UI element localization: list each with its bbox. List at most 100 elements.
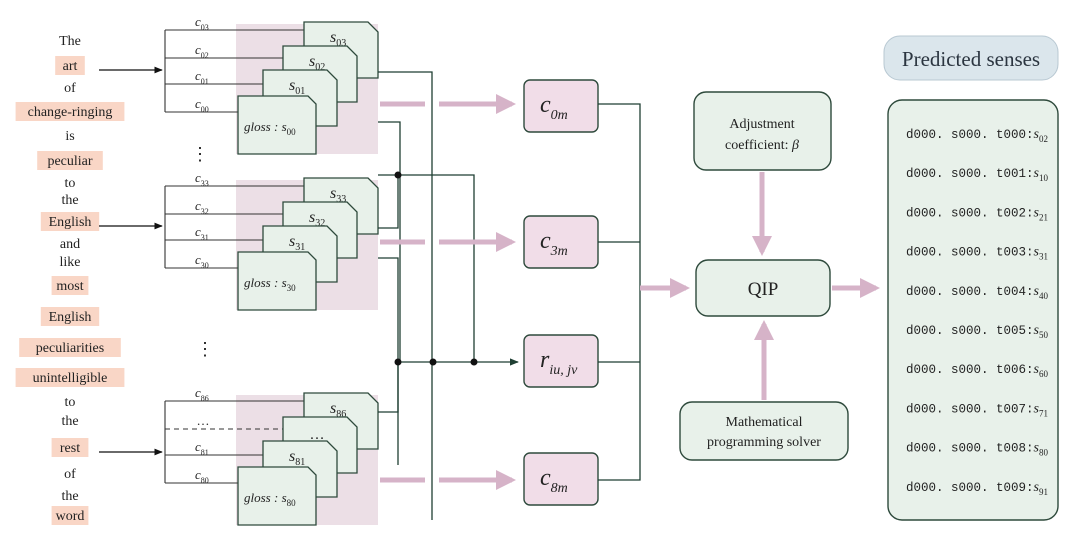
c-label: c81	[195, 439, 209, 457]
sentence-word: art	[63, 59, 78, 74]
pink-arrows-to-c	[380, 104, 512, 480]
c-to-qip-lines	[598, 103, 641, 481]
predicted-sense-item: d000. s000. t001:s10	[906, 166, 1048, 183]
predicted-sense-item: d000. s000. t007:s71	[906, 401, 1048, 418]
predicted-sense-item: d000. s000. t000:s02	[906, 127, 1048, 144]
junction-dots	[394, 171, 478, 366]
predicted-senses-title: Predicted senses	[883, 35, 1059, 81]
sentence-word: unintelligible	[33, 371, 108, 386]
sense-card-label: …	[310, 427, 325, 443]
solver-line1: Mathematical	[726, 415, 803, 430]
sentence-word: rest	[60, 441, 80, 456]
sense-card-label: s03	[330, 29, 346, 49]
sense-stack-2: c86 … c81 c80 s86 … s81 gloss : s80	[164, 385, 379, 526]
c-box-1: c3m	[523, 215, 599, 269]
gloss-label: gloss : s00	[244, 119, 296, 137]
predicted-sense-item: d000. s000. t006:s60	[906, 362, 1048, 379]
c-box-3: c8m	[523, 452, 599, 506]
c-label: c32	[195, 198, 209, 216]
c-box-label: c3m	[540, 228, 568, 259]
word-highlight	[51, 438, 89, 457]
input-sentence: Theartofchange-ringingispeculiartotheEng…	[15, 34, 125, 525]
adjustment-line1: Adjustment	[729, 117, 794, 132]
stack-ellipsis-1: ⋮	[191, 144, 209, 164]
sentence-word: the	[61, 489, 78, 504]
sentence-word: word	[56, 509, 85, 524]
adjustment-box: Adjustment coefficient: β	[693, 91, 832, 171]
word-highlight	[40, 307, 100, 326]
c-label: c86	[195, 385, 209, 403]
c-label: c30	[195, 252, 209, 270]
c-box-2: riu, jv	[523, 334, 599, 388]
gloss-card	[237, 466, 317, 526]
qip-label: QIP	[748, 279, 779, 300]
stack-ellipsis-2: ⋮	[196, 339, 214, 359]
c-label: c00	[195, 96, 209, 114]
sentence-word: of	[64, 81, 76, 96]
solver-line2: programming solver	[707, 435, 821, 450]
c-label: …	[197, 413, 210, 428]
sense-card-label: s01	[289, 77, 305, 97]
predicted-senses-panel	[887, 99, 1059, 521]
gloss-label: gloss : s30	[244, 275, 296, 293]
predicted-sense-item: d000. s000. t005:s50	[906, 323, 1048, 340]
sentence-word: and	[60, 237, 80, 252]
c-label: c03	[195, 14, 209, 32]
svg-text:Predicted senses: Predicted senses	[902, 47, 1040, 71]
sense-card-label: s86	[330, 400, 346, 420]
sense-card-label: s81	[289, 448, 305, 468]
c-label: c80	[195, 467, 209, 485]
sense-card-label: s31	[289, 233, 305, 253]
sentence-word: peculiarities	[36, 341, 104, 356]
sentence-word: the	[61, 414, 78, 429]
connector-wires	[378, 71, 519, 520]
predicted-sense-item: d000. s000. t002:s21	[906, 205, 1048, 222]
predicted-senses-list: d000. s000. t000:s02 d000. s000. t001:s10…	[906, 127, 1048, 497]
c-box-label: c8m	[540, 465, 568, 496]
sense-card-label: s02	[309, 53, 325, 73]
word-highlight	[37, 151, 103, 170]
word-highlight	[15, 102, 125, 121]
sentence-word: change-ringing	[28, 105, 113, 120]
c-label: c31	[195, 224, 209, 242]
sentence-word: peculiar	[47, 154, 92, 169]
c-box-0: c0m	[523, 79, 599, 133]
word-highlight	[40, 212, 100, 231]
c-boxes: c0m c3m riu, jv c8m	[523, 79, 599, 506]
word-highlight	[15, 368, 125, 387]
word-to-stack-arrows	[99, 66, 163, 456]
predicted-sense-item: d000. s000. t008:s80	[906, 441, 1048, 458]
gloss-card	[237, 251, 317, 311]
sentence-word: most	[56, 279, 83, 294]
c-box-label: riu, jv	[540, 347, 578, 378]
gloss-label: gloss : s80	[244, 490, 296, 508]
sentence-word: of	[64, 467, 76, 482]
c-box-label: c0m	[540, 92, 568, 123]
predicted-sense-item: d000. s000. t003:s31	[906, 245, 1048, 262]
word-highlight	[51, 506, 89, 525]
sentence-word: English	[49, 310, 92, 325]
gloss-card	[237, 95, 317, 155]
predicted-sense-item: d000. s000. t004:s40	[906, 284, 1048, 301]
word-highlight	[19, 338, 121, 357]
predicted-sense-item: d000. s000. t009:s91	[906, 480, 1048, 497]
word-highlight	[55, 56, 85, 75]
c-label: c01	[195, 68, 209, 86]
qip-box: QIP	[695, 259, 831, 317]
c-label: c33	[195, 170, 209, 188]
sentence-word: the	[61, 193, 78, 208]
sentence-word: to	[65, 395, 76, 410]
word-highlight	[51, 276, 89, 295]
solver-box: Mathematical programming solver	[679, 401, 849, 461]
sentence-word: like	[60, 255, 81, 270]
sentence-word: The	[59, 34, 81, 49]
sense-card-label: s33	[330, 185, 346, 205]
sentence-word: to	[65, 176, 76, 191]
c-label: c02	[195, 42, 209, 60]
adjustment-line2: coefficient: β	[725, 138, 799, 153]
sense-card-label: s32	[309, 209, 325, 229]
